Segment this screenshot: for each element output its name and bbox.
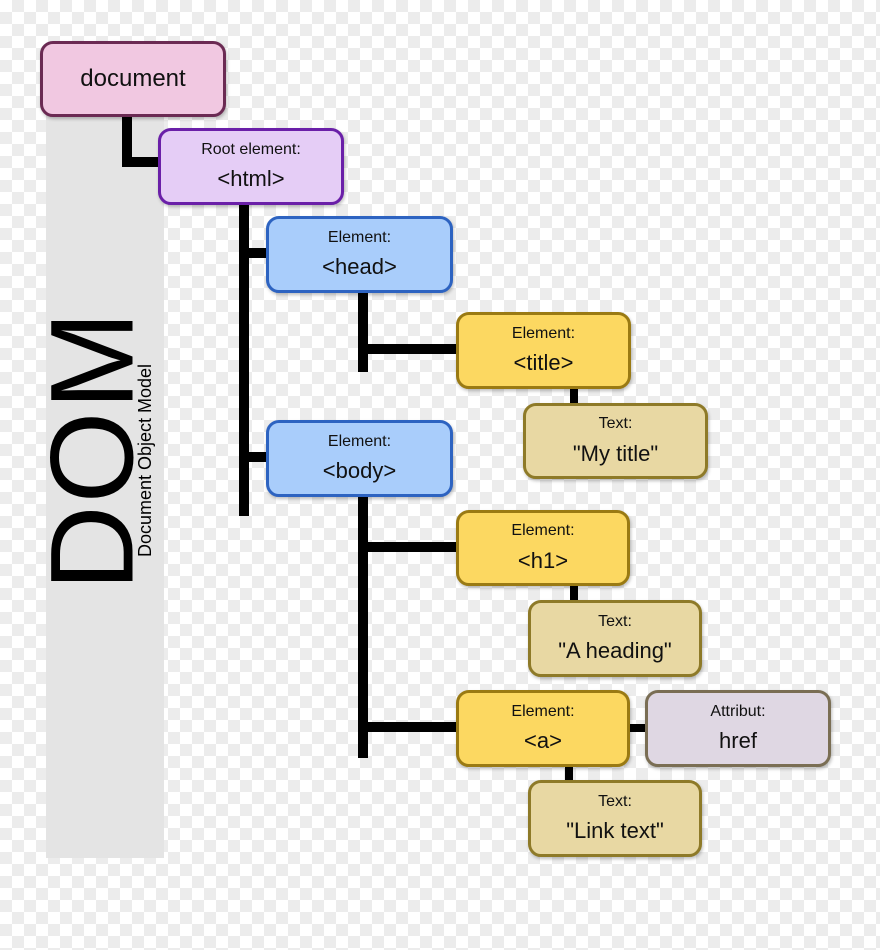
attribute-node-label: Attribut:: [710, 702, 766, 720]
title-text-node: Text: "My title": [523, 403, 708, 479]
body-node-label: Element:: [327, 432, 392, 450]
document-node-value: document: [80, 64, 186, 92]
connector-head-title: [358, 344, 460, 354]
document-node: document: [40, 41, 226, 117]
dom-subtitle: Document Object Model: [133, 340, 159, 580]
attribute-node: Attribut: href: [645, 690, 831, 767]
connector-h1-text: [570, 582, 578, 604]
connector-title-text: [570, 386, 578, 406]
h1-element-node-label: Element:: [511, 522, 575, 539]
connector-body-trunk: [358, 496, 368, 758]
title-element-node: Element: <title>: [456, 312, 631, 389]
a-element-node-value: <a>: [524, 728, 562, 754]
h1-text-node-label: Text:: [598, 612, 632, 630]
title-text-node-value: "My title": [572, 440, 659, 466]
connector-a-text: [565, 764, 573, 786]
connector-document-html-h: [122, 157, 162, 167]
connector-document-html-v: [122, 115, 132, 167]
link-text-node: Text: "Link text": [528, 780, 702, 857]
title-element-node-value: <title>: [513, 350, 574, 376]
body-node: Element: <body>: [266, 420, 453, 497]
html-node-label: Root element:: [201, 140, 301, 158]
html-node-value: <html>: [217, 166, 285, 192]
attribute-node-value: href: [719, 728, 757, 754]
link-text-node-label: Text:: [598, 792, 632, 810]
connector-body-a: [358, 722, 460, 732]
a-element-node-label: Element:: [511, 702, 575, 720]
a-element-node: Element: <a>: [456, 690, 630, 767]
connector-head-trunk: [358, 292, 368, 372]
head-node: Element: <head>: [266, 216, 453, 293]
dom-subtitle-text: Document Object Model: [135, 363, 156, 557]
h1-text-node: Text: "A heading": [528, 600, 702, 677]
connector-a-attr: [630, 724, 650, 732]
dom-title: DOM: [27, 309, 159, 590]
body-node-value: <body>: [322, 458, 397, 484]
sidebar-band: [46, 115, 164, 858]
head-node-label: Element:: [327, 228, 392, 246]
connector-html-body: [239, 452, 271, 462]
connector-html-head: [239, 248, 271, 258]
h1-element-node: Element: <h1>: [456, 510, 630, 586]
title-element-node-label: Element:: [511, 324, 576, 342]
title-text-node-label: Text:: [598, 415, 633, 432]
h1-element-node-value: <h1>: [517, 547, 569, 573]
html-node: Root element: <html>: [158, 128, 344, 205]
connector-body-h1: [358, 542, 460, 552]
head-node-value: <head>: [322, 254, 397, 280]
connector-html-trunk: [239, 204, 249, 516]
link-text-node-value: "Link text": [566, 818, 664, 844]
h1-text-node-value: "A heading": [558, 638, 672, 664]
